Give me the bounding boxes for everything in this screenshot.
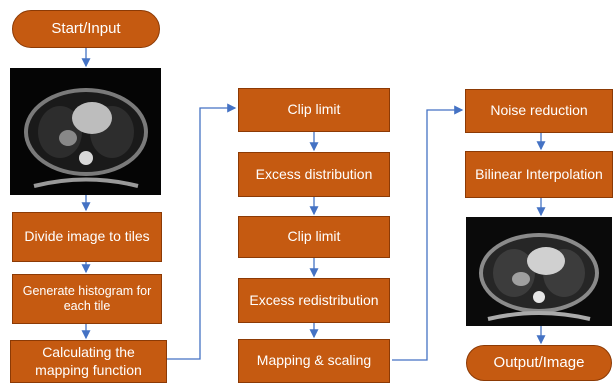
excess-redistribution-node: Excess redistribution [238,278,390,323]
mapping-scaling-node: Mapping & scaling [238,339,390,383]
bilinear-interpolation-node: Bilinear Interpolation [465,151,613,198]
divide-tiles-node: Divide image to tiles [12,212,162,262]
start-input-node: Start/Input [12,10,160,48]
output-image-node: Output/Image [466,345,612,381]
histogram-node: Generate histogram for each tile [12,274,162,324]
output-ct-image [466,217,612,326]
clip-limit-node-2: Clip limit [238,216,390,258]
ct-scan-icon [10,68,161,195]
ct-scan-enhanced-icon [466,217,612,326]
noise-reduction-node: Noise reduction [465,89,613,133]
excess-distribution-node: Excess distribution [238,152,390,197]
clip-limit-node-1: Clip limit [238,88,390,132]
arrow-scaling-to-noise [392,105,464,361]
input-ct-image [10,68,161,195]
arrow-mapping-to-clip1 [167,103,237,360]
mapping-function-node: Calculating the mapping function [10,340,167,383]
